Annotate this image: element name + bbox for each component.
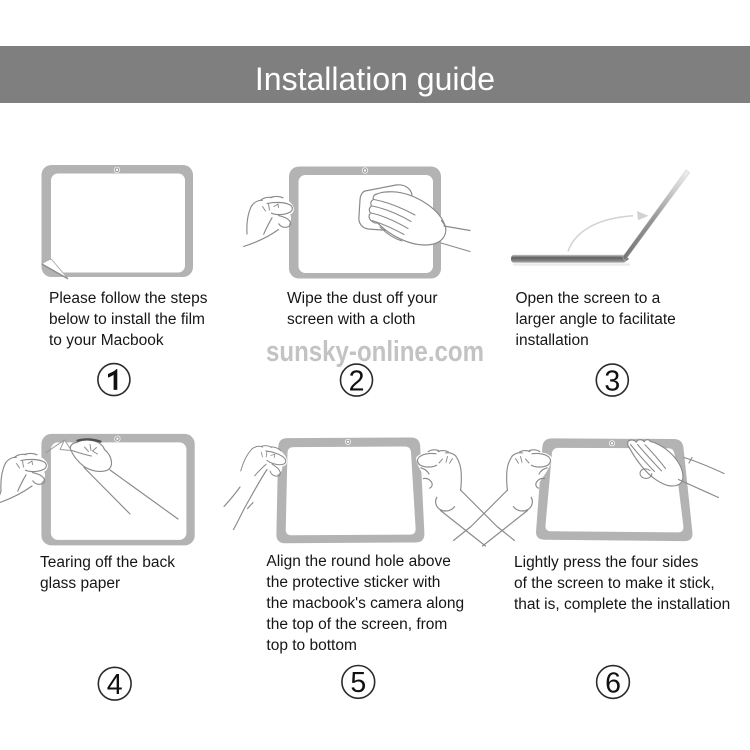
svg-text:2: 2 — [349, 365, 365, 397]
svg-text:5: 5 — [350, 667, 366, 699]
svg-text:3: 3 — [604, 365, 620, 397]
svg-text:4: 4 — [107, 669, 123, 701]
svg-text:6: 6 — [605, 667, 621, 699]
